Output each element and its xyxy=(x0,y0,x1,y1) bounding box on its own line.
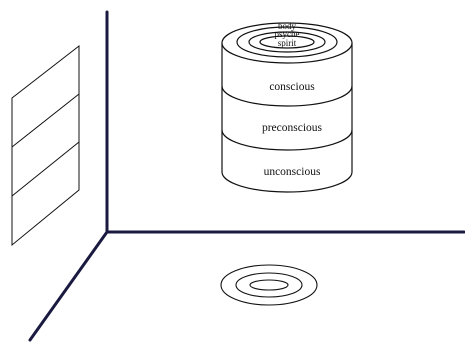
layer-label-conscious: conscious xyxy=(269,81,315,93)
ring-label-spirit: spirit xyxy=(278,38,297,48)
ring-label-body: body xyxy=(278,21,297,31)
top-ring-spirit xyxy=(259,35,315,49)
room-floor-side-edge xyxy=(28,230,109,342)
cylinder-divider xyxy=(221,85,353,107)
floor-ring-outer xyxy=(220,264,318,306)
floor-ring-inner xyxy=(249,279,289,291)
layer-label-preconscious: preconscious xyxy=(262,122,323,134)
cylinder-divider xyxy=(221,129,353,151)
floor-ring-middle xyxy=(235,272,303,298)
cylinder-body xyxy=(221,43,353,193)
ring-label-psyche: psyche xyxy=(275,29,300,39)
floor-rings xyxy=(220,264,318,306)
wall-panel-divider xyxy=(11,141,80,197)
wall-panel-divider xyxy=(11,93,80,148)
wall-panel-outline xyxy=(11,44,80,247)
top-ring-psyche xyxy=(248,31,326,53)
layer-label-unconscious: unconscious xyxy=(264,166,321,178)
wall-panel xyxy=(11,44,80,247)
top-ring-labels: body psyche spirit xyxy=(275,21,300,48)
room-corner xyxy=(28,10,465,342)
layered-cylinder xyxy=(221,22,353,193)
layer-labels: conscious preconscious unconscious xyxy=(262,81,323,178)
top-ring-body xyxy=(236,26,338,58)
